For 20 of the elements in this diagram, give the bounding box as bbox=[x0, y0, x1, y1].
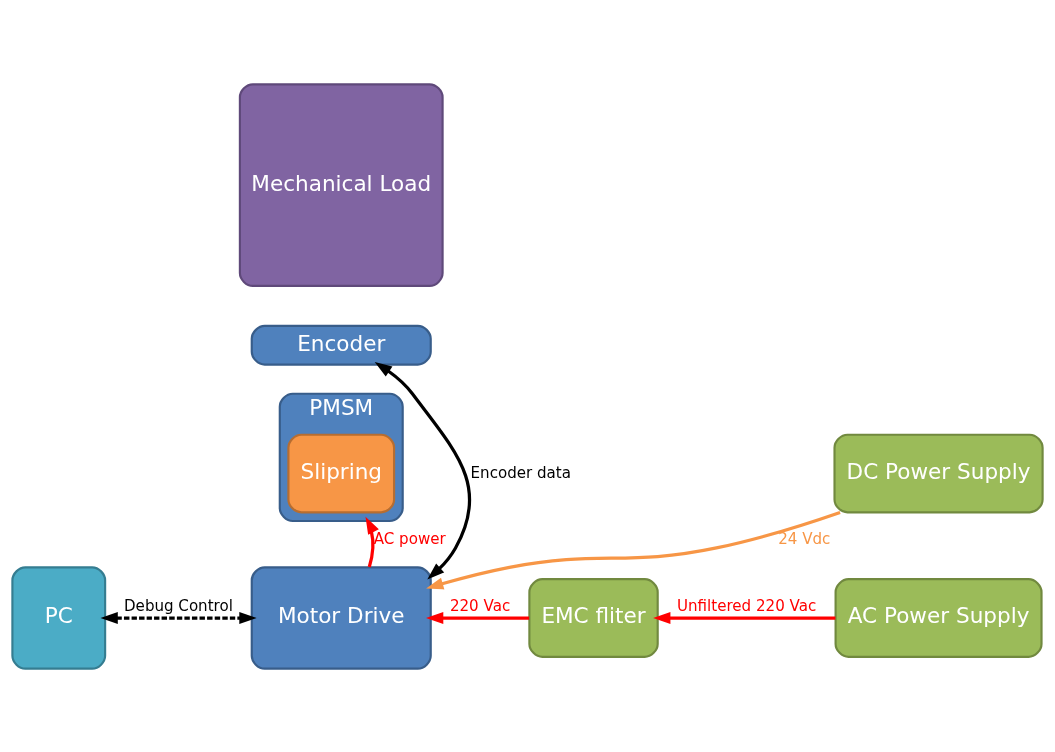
edge-label: Unfiltered 220 Vac bbox=[677, 596, 817, 615]
edge-label: Debug Control bbox=[123, 596, 233, 615]
edge-label: 24 Vdc bbox=[778, 529, 831, 548]
node-box: AC Power Supply bbox=[834, 577, 1043, 658]
arrow bbox=[100, 611, 257, 624]
node-box: Encoder bbox=[250, 324, 432, 366]
arrow bbox=[365, 516, 379, 567]
node-box: Mechanical Load bbox=[238, 82, 444, 287]
arrow bbox=[426, 611, 530, 624]
node-box: EMC fliter bbox=[528, 577, 659, 658]
edge-label: Encoder data bbox=[470, 463, 571, 482]
arrow bbox=[374, 361, 472, 579]
node-box: Slipring bbox=[287, 433, 396, 513]
node-box: Motor Drive bbox=[250, 565, 432, 670]
edge-label: 220 Vac bbox=[449, 596, 511, 615]
edge-label: AC power bbox=[373, 529, 446, 548]
arrow bbox=[426, 510, 841, 589]
arrow bbox=[653, 611, 836, 624]
node-box: DC Power Supply bbox=[833, 433, 1044, 513]
node-box: PC bbox=[11, 565, 107, 670]
